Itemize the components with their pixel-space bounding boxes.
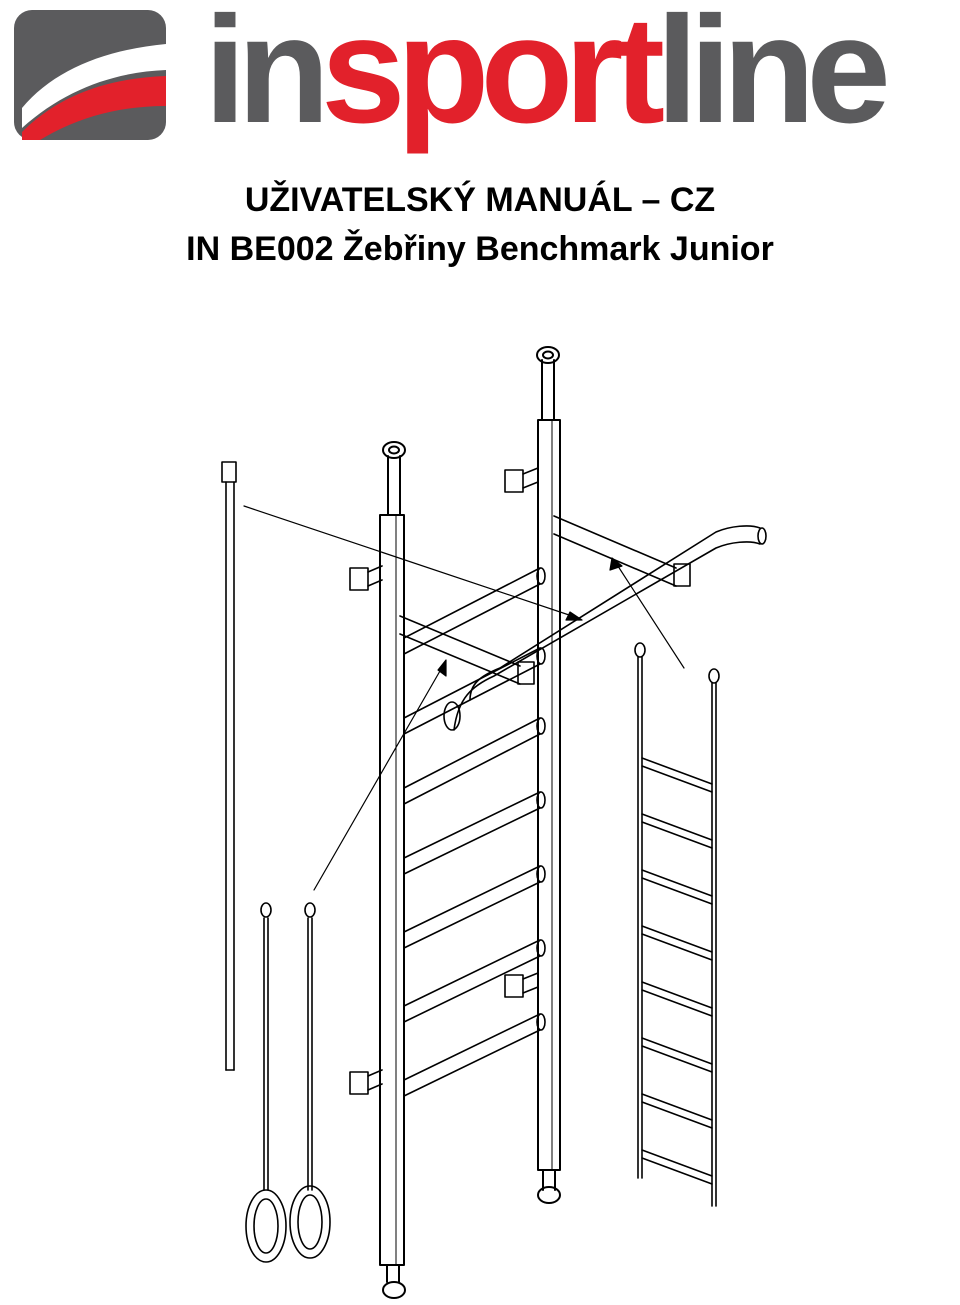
manual-title: UŽIVATELSKÝ MANUÁL – CZ bbox=[244, 181, 716, 219]
ladder-rungs bbox=[403, 567, 546, 1097]
gymnastic-rings bbox=[245, 902, 331, 1263]
brand-wordmark-part-line: line bbox=[656, 0, 891, 155]
brand-wordmark-part-in: in bbox=[204, 0, 330, 155]
brand-wordmark-part-sport: sport bbox=[321, 0, 665, 155]
brand-swoosh-icon bbox=[14, 10, 166, 140]
pullup-bar bbox=[399, 515, 767, 731]
rope-ladder bbox=[634, 642, 720, 1207]
brand-logo: insportline bbox=[14, 0, 959, 168]
rope bbox=[221, 461, 237, 1071]
brand-wordmark: insportline bbox=[204, 0, 891, 146]
wall-bars-exploded-view-icon bbox=[221, 346, 767, 1299]
left-upright bbox=[379, 441, 406, 1299]
assembly-arrows bbox=[243, 505, 685, 891]
product-title: IN BE002 Žebřiny Benchmark Junior bbox=[186, 230, 774, 268]
wall-brackets bbox=[349, 467, 539, 1095]
right-upright bbox=[536, 346, 561, 1204]
